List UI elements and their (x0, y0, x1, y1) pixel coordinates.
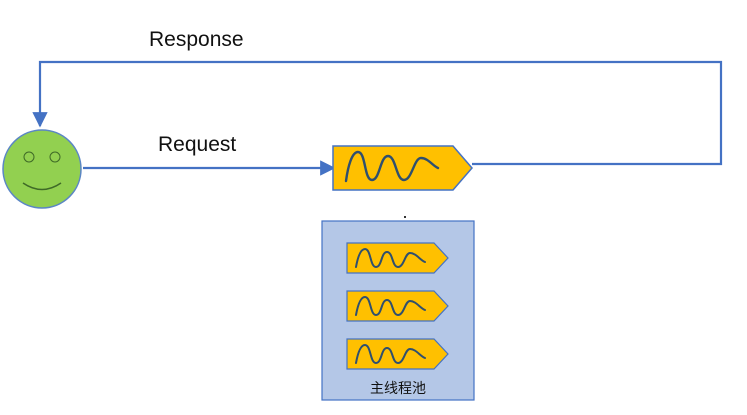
thread-pool-label: 主线程池 (370, 381, 426, 397)
pool-thread-2 (346, 290, 449, 322)
smile (22, 182, 62, 191)
pool-thread-3 (346, 338, 449, 370)
thread-wave-icon (355, 295, 426, 317)
active-thread-icon (332, 145, 473, 191)
thread-wave-icon (344, 150, 440, 183)
response-arrow (32, 60, 723, 166)
pool-top-marker (404, 216, 406, 218)
response-label: Response (149, 28, 244, 51)
thread-wave-icon (355, 247, 426, 269)
pool-thread-1 (346, 242, 449, 274)
thread-wave-icon (355, 343, 426, 365)
smiley-face-icon (2, 129, 82, 209)
request-label: Request (158, 133, 237, 156)
left-eye (23, 151, 35, 163)
right-eye (49, 151, 61, 163)
